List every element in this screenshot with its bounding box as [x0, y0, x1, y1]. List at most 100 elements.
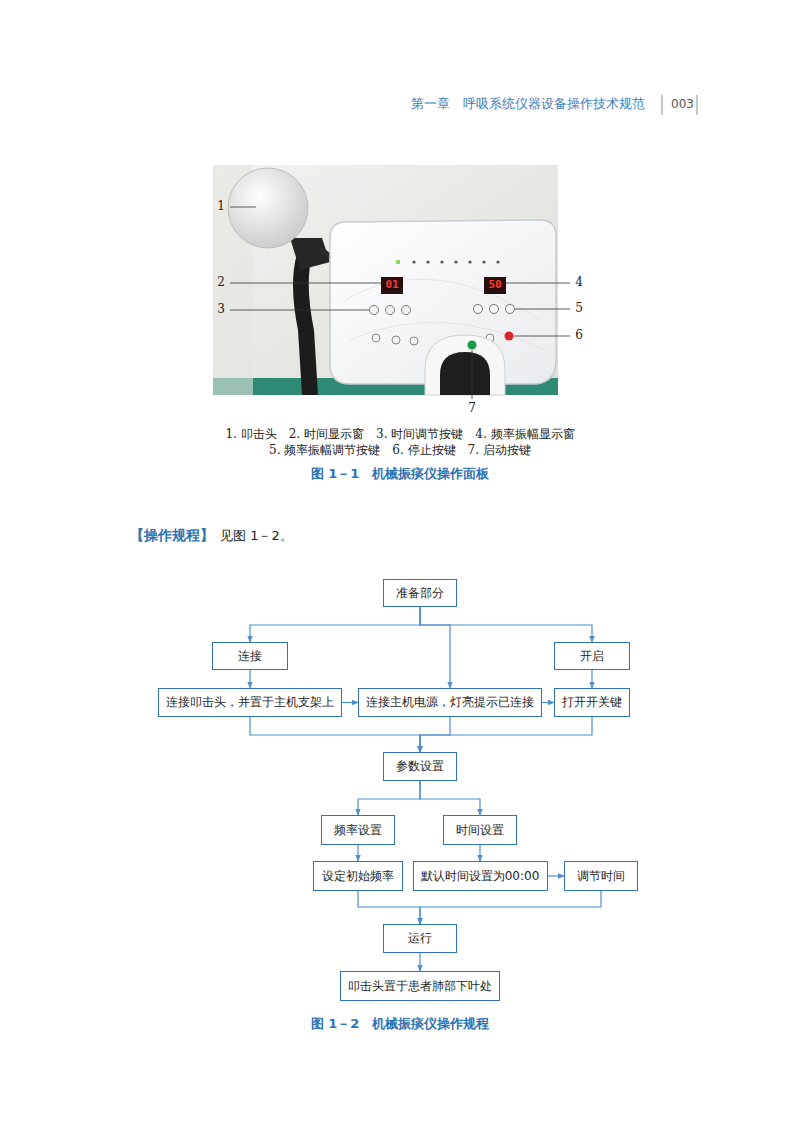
- box-text: 参数设置: [396, 759, 444, 773]
- process-box: 调节时间: [564, 861, 638, 891]
- flow-arrow: [358, 891, 420, 924]
- illustration-part: [370, 306, 379, 315]
- illustration-part: [372, 334, 380, 342]
- process-box: 连接叩击头，并置于主机支架上: [158, 688, 342, 717]
- header-bar: [662, 95, 663, 115]
- flow-arrow: [357, 845, 358, 861]
- illustration-part: [386, 306, 395, 315]
- figure-caption-text: 图 1－2 机械振痰仪操作规程: [311, 1016, 490, 1031]
- process-box: 运行: [383, 924, 457, 953]
- callout-number: 3: [217, 302, 225, 317]
- leader-line: [506, 283, 570, 284]
- flow-arrow: [420, 781, 480, 815]
- illustration-part: [506, 305, 515, 314]
- flow-arrow: [250, 717, 420, 752]
- header-bar: [697, 95, 698, 115]
- device-photo: [213, 165, 570, 399]
- callout-number-text: 4: [575, 275, 583, 289]
- page-text-text: 见图 1－2。: [220, 528, 293, 543]
- callout-number: 6: [575, 328, 583, 343]
- flow-arrow: [250, 607, 420, 642]
- illustration-part: [440, 260, 443, 263]
- leader-line: [472, 350, 473, 399]
- callout-number: 2: [217, 275, 225, 290]
- flow-arrow: [542, 702, 554, 703]
- page-text: 【操作规程】: [130, 527, 214, 545]
- flow-arrow: [479, 845, 480, 861]
- page-text: 5. 频率振幅调节按键 6. 停止按键 7. 启动按键: [269, 443, 531, 458]
- callout-number: 5: [575, 301, 583, 316]
- box-text: 默认时间设置为00:00: [421, 869, 540, 883]
- display-digits-text: 01: [385, 278, 398, 291]
- illustration-part: [213, 165, 558, 395]
- box-text: 连接主机电源，灯亮提示已连接: [366, 695, 534, 709]
- illustration-part: [454, 260, 457, 263]
- box-text: 连接叩击头，并置于主机支架上: [166, 695, 334, 709]
- illustration-part: [496, 260, 499, 263]
- page-text: 见图 1－2。: [220, 528, 293, 544]
- illustration-part: [482, 260, 485, 263]
- process-box: 连接: [212, 642, 288, 670]
- box-text: 开启: [580, 649, 604, 663]
- process-box: 打开开关键: [554, 688, 630, 717]
- callout-number-text: 7: [468, 401, 476, 415]
- flow-arrow: [420, 607, 592, 642]
- process-box: 叩击头置于患者肺部下叶处: [340, 971, 500, 1001]
- page-text: 1. 叩击头 2. 时间显示窗 3. 时间调节按键 4. 频率振幅显示窗: [225, 427, 574, 442]
- box-text: 打开开关键: [562, 695, 622, 709]
- page-text: 第一章 呼吸系统仪器设备操作技术规范: [411, 96, 645, 112]
- leader-line: [514, 336, 570, 337]
- callout-number: 7: [468, 401, 476, 416]
- display-digits: 01: [385, 278, 398, 292]
- process-box: 时间设置: [443, 815, 517, 845]
- box-text: 频率设置: [334, 823, 382, 837]
- illustration-part: [440, 352, 490, 395]
- illustration-part: [392, 336, 400, 344]
- illustration-part: [402, 306, 411, 315]
- flow-arrow: [419, 953, 420, 971]
- box-text: 运行: [408, 931, 432, 945]
- page-text-text: 图 1－1 机械振痰仪操作面板: [311, 466, 490, 481]
- process-box: 连接主机电源，灯亮提示已连接: [358, 688, 542, 717]
- figure-caption: 图 1－2 机械振痰仪操作规程: [311, 1016, 490, 1032]
- process-box: 准备部分: [383, 579, 457, 607]
- page-text-text: 1. 叩击头 2. 时间显示窗 3. 时间调节按键 4. 频率振幅显示窗: [225, 427, 574, 441]
- callout-number-text: 5: [575, 301, 583, 315]
- page-text-text: 5. 频率振幅调节按键 6. 停止按键 7. 启动按键: [269, 443, 531, 457]
- flow-arrow: [249, 670, 250, 688]
- illustration-part: [468, 260, 471, 263]
- illustration-part: [396, 260, 400, 264]
- illustration-part: [505, 332, 514, 341]
- illustration-part: [410, 337, 418, 345]
- flow-arrow: [342, 702, 358, 703]
- illustration-part: [228, 168, 308, 248]
- page-text-text: 003: [671, 97, 694, 111]
- callout-number-text: 3: [217, 302, 225, 316]
- illustration-part: [490, 305, 499, 314]
- callout-number-text: 1: [217, 199, 225, 213]
- flow-arrow: [358, 781, 420, 815]
- box-text: 连接: [238, 649, 262, 663]
- illustration-part: [468, 341, 477, 350]
- page-text-text: 第一章 呼吸系统仪器设备操作技术规范: [411, 96, 645, 111]
- callout-number-text: 2: [217, 275, 225, 289]
- leader-line: [230, 310, 369, 311]
- illustration-part: [412, 260, 415, 263]
- page-text: 图 1－1 机械振痰仪操作面板: [311, 466, 490, 482]
- box-text: 设定初始频率: [322, 869, 394, 883]
- display-digits-text: 50: [488, 278, 501, 291]
- box-text: 时间设置: [456, 823, 504, 837]
- leader-line: [515, 309, 570, 310]
- process-box: 默认时间设置为00:00: [413, 861, 548, 891]
- callout-number: 4: [575, 275, 583, 290]
- illustration-part: [426, 260, 429, 263]
- illustration-part: [425, 335, 505, 395]
- callout-number: 1: [217, 199, 225, 214]
- illustration-part: [474, 305, 483, 314]
- flow-arrow: [420, 607, 450, 688]
- process-box: 开启: [554, 642, 630, 670]
- illustration-part: [484, 277, 506, 294]
- illustration-part: [381, 277, 403, 294]
- display-digits: 50: [488, 278, 501, 292]
- process-box: 参数设置: [383, 752, 457, 781]
